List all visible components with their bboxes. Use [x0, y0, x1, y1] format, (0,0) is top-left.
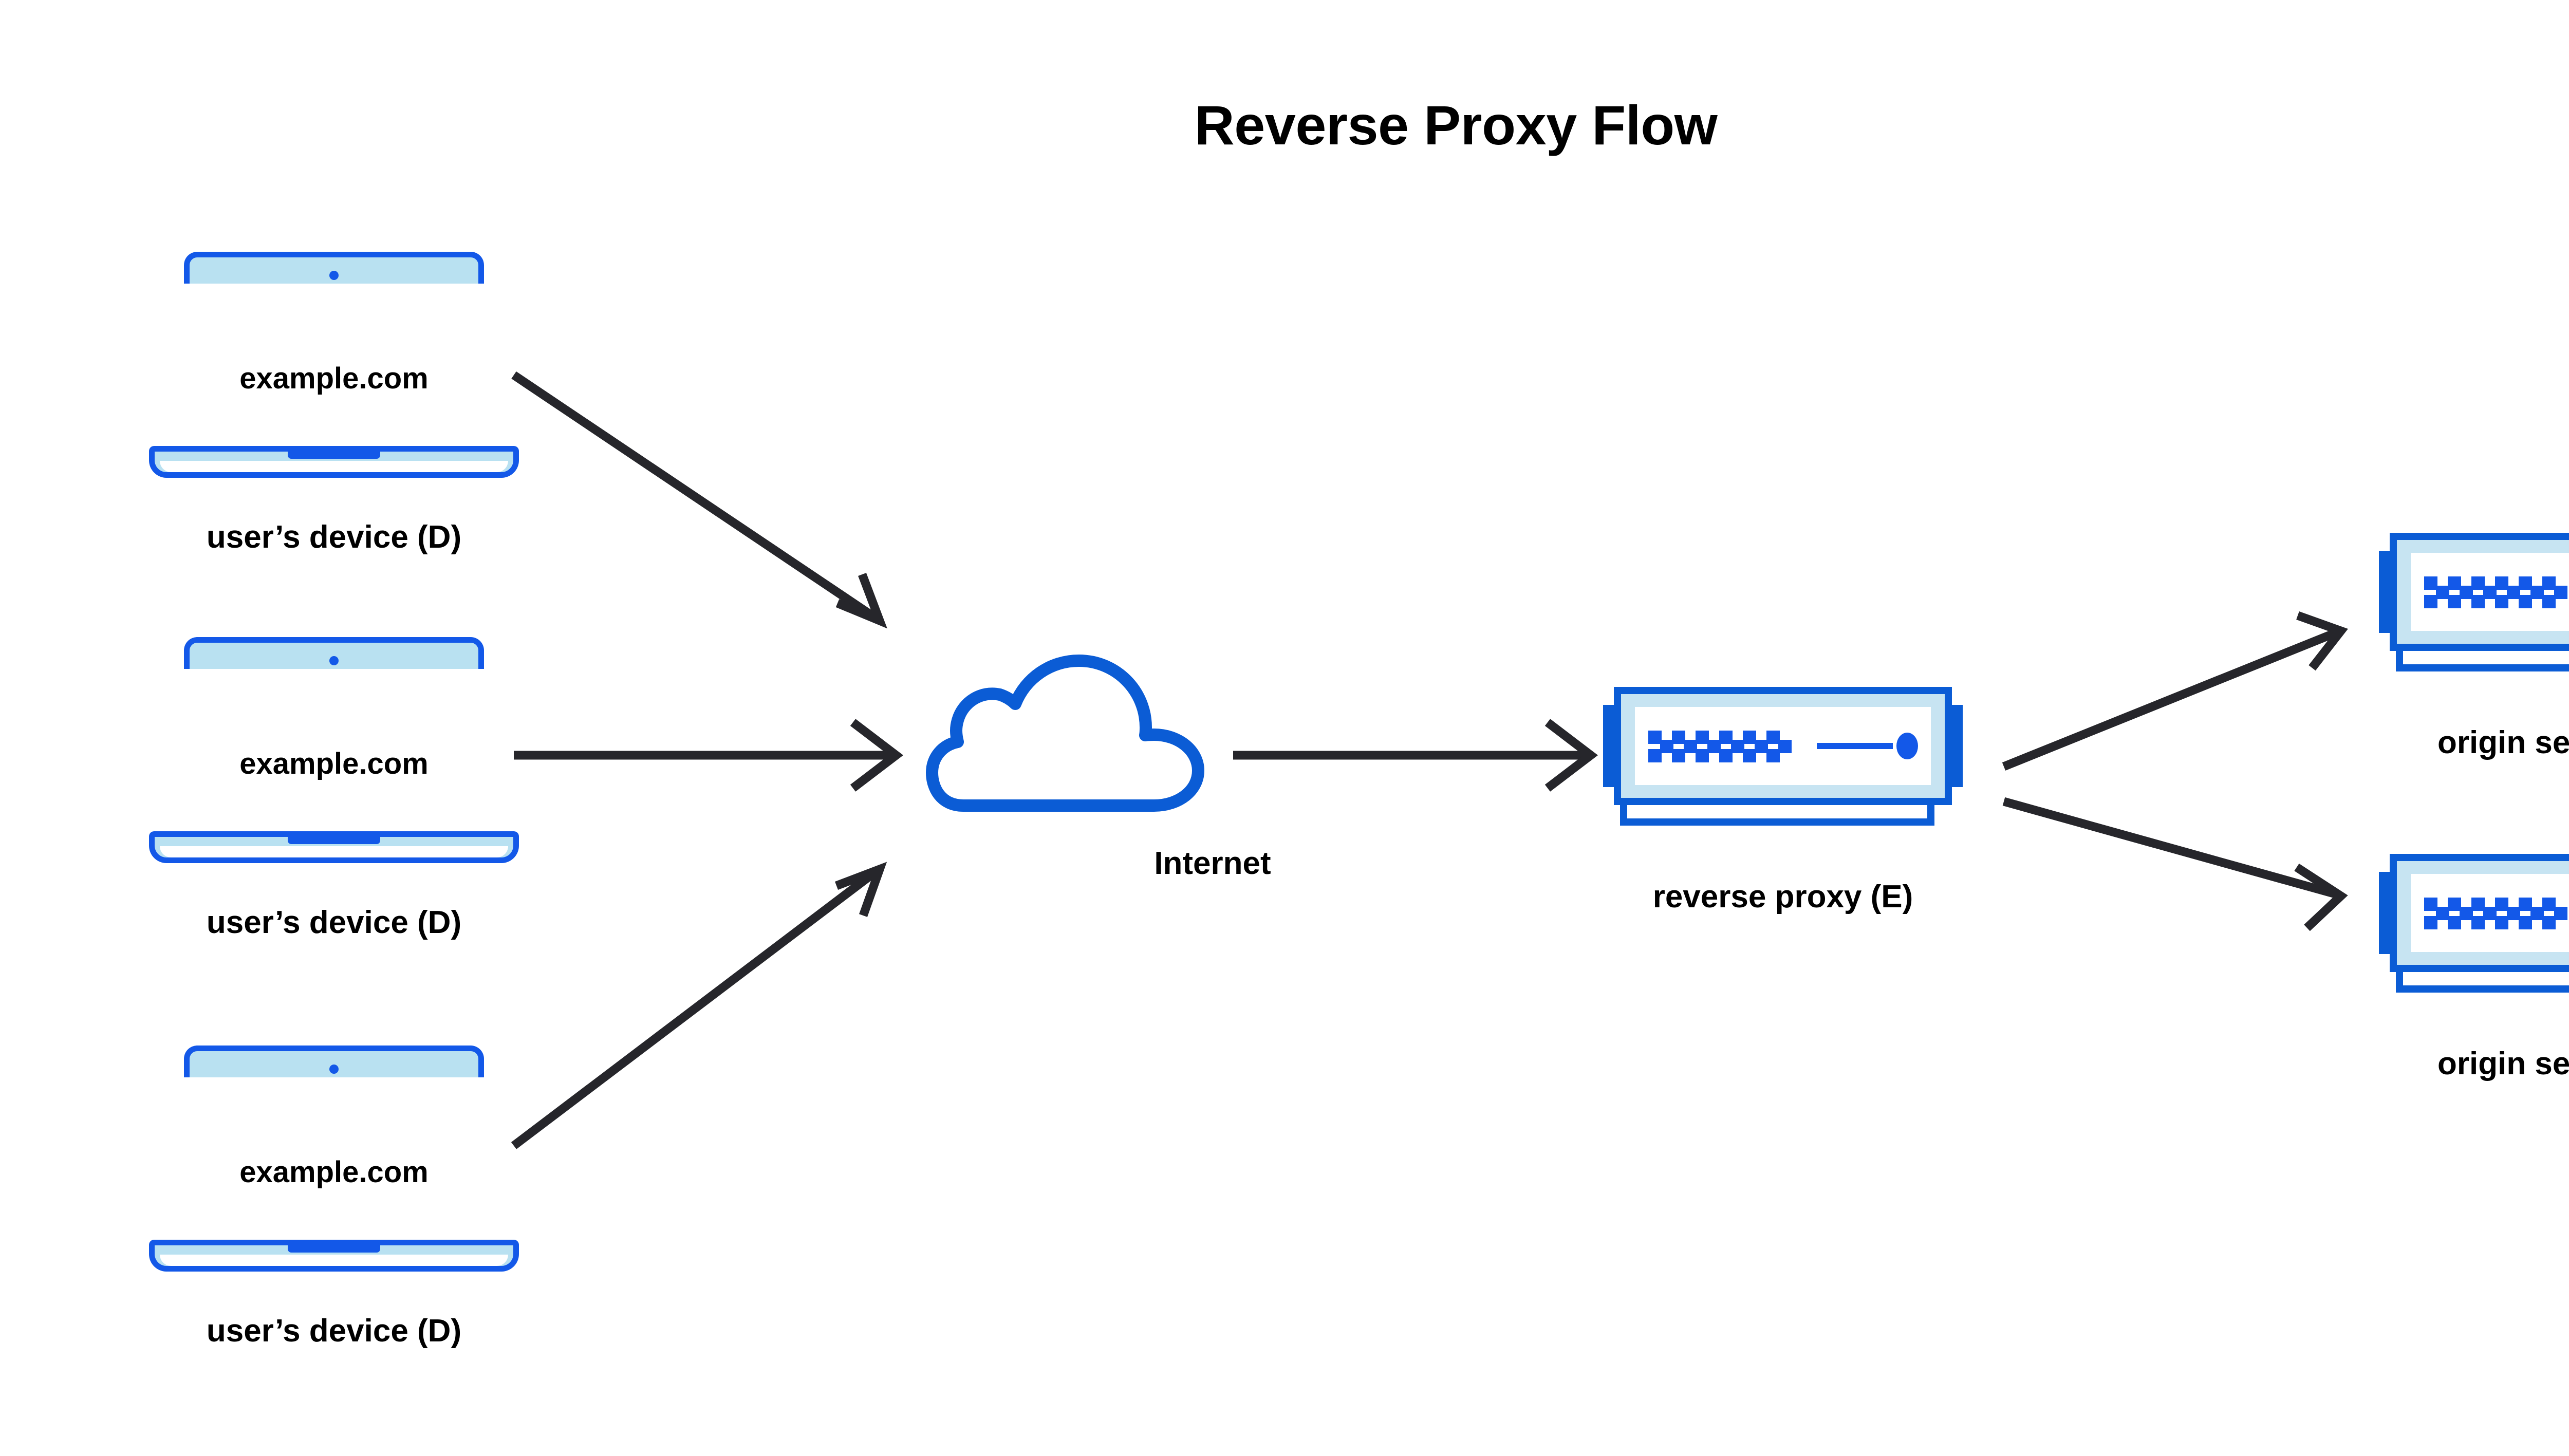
node-origin-server-top[interactable]: origin server (F): [2379, 529, 2569, 760]
node-origin-server-bottom[interactable]: origin server (F): [2379, 850, 2569, 1081]
laptop-base: [149, 1240, 519, 1272]
node-user-device-top[interactable]: example.com user’s device (D): [149, 252, 519, 555]
node-label-internet: Internet: [1154, 846, 1271, 881]
webcam-dot-icon: [329, 1065, 339, 1074]
arrow-device-top-to-internet: [511, 371, 887, 629]
server-icon: [1603, 683, 1963, 832]
node-label-user-device-middle: user’s device (D): [206, 905, 462, 940]
webcam-dot-icon: [329, 271, 339, 280]
laptop-base: [149, 446, 519, 478]
server-vent-grid: [2424, 898, 2567, 929]
server-vent-grid: [2424, 576, 2567, 608]
node-label-origin-server-bottom: origin server (F): [2437, 1046, 2569, 1081]
node-label-user-device-top: user’s device (D): [206, 519, 462, 555]
node-label-origin-server-top: origin server (F): [2437, 725, 2569, 760]
page-title: Reverse Proxy Flow: [1194, 94, 1718, 156]
laptop-base-underside: [160, 1255, 508, 1266]
laptop-notch-icon: [288, 452, 380, 459]
node-label-reverse-proxy: reverse proxy (E): [1652, 879, 1913, 914]
arrow-device-middle-to-internet: [514, 719, 904, 792]
server-status-bar: [1817, 743, 1893, 749]
node-internet[interactable]: Internet: [925, 642, 1271, 881]
node-reverse-proxy[interactable]: reverse proxy (E): [1603, 683, 1963, 914]
laptop-base-underside: [160, 846, 508, 857]
laptop-icon: example.com: [149, 252, 519, 488]
laptop-icon: example.com: [149, 637, 519, 873]
cloud-icon: [925, 642, 1213, 832]
laptop-screen-text: example.com: [239, 1155, 429, 1189]
laptop-notch-icon: [288, 837, 380, 844]
laptop-screen: example.com: [166, 284, 501, 473]
laptop-screen-text: example.com: [239, 361, 429, 395]
server-led-icon: [1896, 733, 1918, 759]
laptop-screen: example.com: [166, 1077, 501, 1266]
laptop-screen-text: example.com: [239, 746, 429, 780]
server-icon: [2379, 850, 2569, 999]
laptop-base-underside: [160, 461, 508, 472]
arrow-internet-to-reverse-proxy: [1233, 719, 1598, 792]
laptop-base: [149, 831, 519, 863]
node-user-device-middle[interactable]: example.com user’s device (D): [149, 637, 519, 940]
node-user-device-bottom[interactable]: example.com user’s device (D): [149, 1046, 519, 1349]
server-icon: [2379, 529, 2569, 678]
server-vent-grid: [1648, 731, 1792, 762]
webcam-dot-icon: [329, 656, 339, 665]
laptop-screen: example.com: [166, 669, 501, 858]
laptop-notch-icon: [288, 1245, 380, 1253]
laptop-icon: example.com: [149, 1046, 519, 1282]
node-label-user-device-bottom: user’s device (D): [206, 1313, 462, 1349]
